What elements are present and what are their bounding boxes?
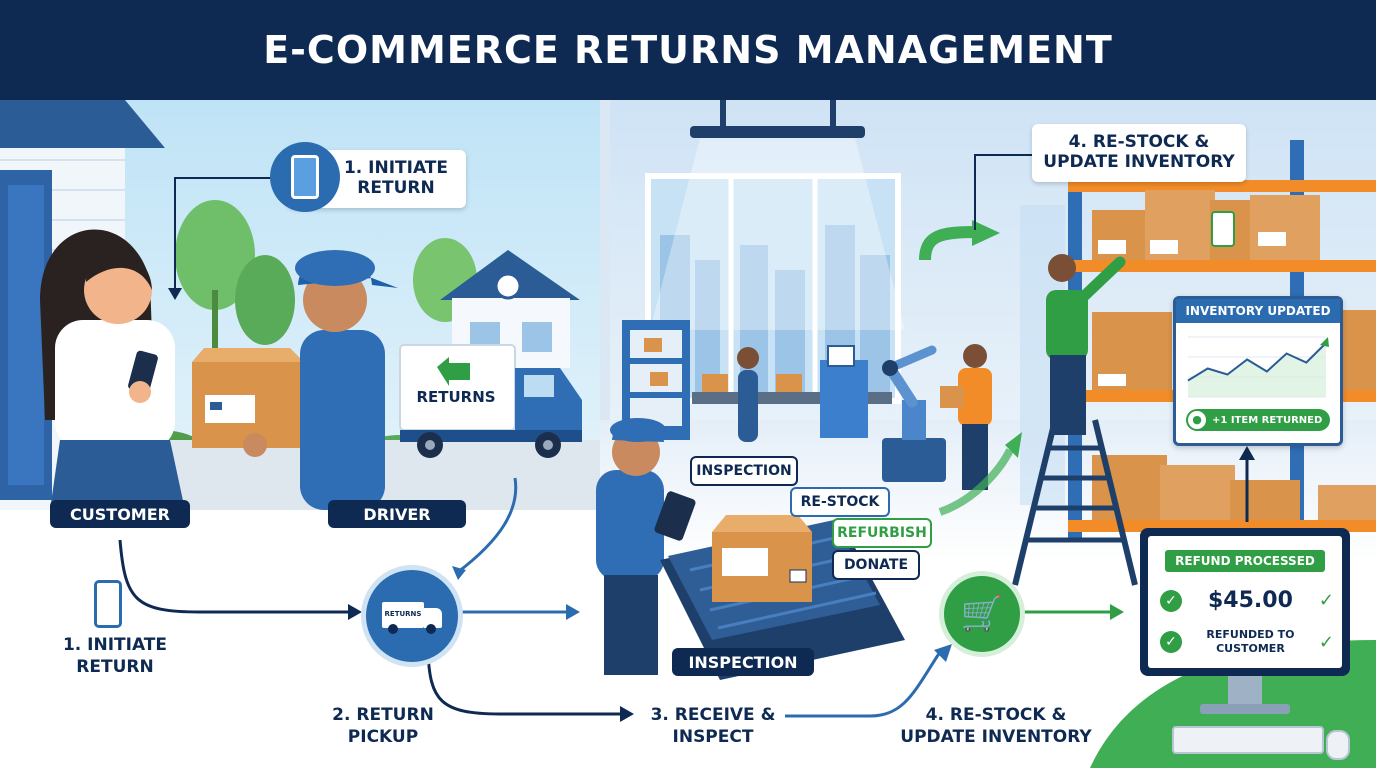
refund-status-row: ✓ REFUNDED TO CUSTOMER ✓ xyxy=(1160,628,1334,656)
step-3-label: 3. RECEIVE & INSPECT xyxy=(650,705,776,747)
phone-icon xyxy=(94,580,122,628)
refund-amount: $45.00 xyxy=(1208,588,1293,613)
returned-item-badge: ● +1 ITEM RETURNED xyxy=(1186,409,1330,431)
cart-icon: 🛒 xyxy=(944,576,1020,652)
refund-monitor: REFUND PROCESSED ✓ $45.00 ✓ ✓ REFUNDED T… xyxy=(1140,528,1350,676)
background-shelving xyxy=(622,320,892,442)
page-title: E-COMMERCE RETURNS MANAGEMENT xyxy=(263,28,1113,72)
title-bar: E-COMMERCE RETURNS MANAGEMENT xyxy=(0,0,1376,100)
step-2-label: 2. RETURN PICKUP xyxy=(332,705,434,747)
driver-figure xyxy=(243,250,398,510)
ladder-worker xyxy=(1046,254,1126,435)
restock-bubble: 4. RE-STOCK & UPDATE INVENTORY xyxy=(1032,124,1246,182)
inspection-bubble: INSPECTION xyxy=(690,456,798,486)
robot-arm xyxy=(882,345,946,482)
inventory-panel-title: INVENTORY UPDATED xyxy=(1176,299,1340,323)
delivery-truck xyxy=(399,344,582,458)
inventory-panel: INVENTORY UPDATED ● +1 ITEM RETURNED xyxy=(1173,296,1343,446)
option-refurbish: REFURBISH xyxy=(832,518,932,548)
returned-item-badge-text: +1 ITEM RETURNED xyxy=(1212,414,1323,426)
monitor-base xyxy=(1200,704,1290,714)
step-1-label: 1. INITIATE RETURN xyxy=(62,635,168,677)
bell-icon: ● xyxy=(1188,411,1206,429)
initiate-return-bubble-text: 1. INITIATE RETURN xyxy=(343,158,449,198)
refund-status: REFUNDED TO CUSTOMER xyxy=(1206,628,1295,655)
monitor-stand xyxy=(1228,676,1262,706)
inventory-trend-chart xyxy=(1187,336,1329,398)
check-icon: ✓ xyxy=(1160,589,1182,612)
inspection-tag: INSPECTION xyxy=(672,648,814,676)
check-icon: ✓ xyxy=(1160,631,1182,653)
chart-area xyxy=(1188,343,1326,397)
driver-tag: DRIVER xyxy=(328,500,466,528)
ladder xyxy=(1012,419,1138,586)
warehouse-worker-back xyxy=(940,344,992,490)
keyboard xyxy=(1172,726,1324,754)
chart-arrow-tip xyxy=(1320,337,1329,347)
customer-tag: CUSTOMER xyxy=(50,500,190,528)
check-icon: ✓ xyxy=(1318,631,1334,653)
restock-bubble-text: 4. RE-STOCK & UPDATE INVENTORY xyxy=(1043,132,1235,172)
option-donate: DONATE xyxy=(832,550,920,580)
handover-box xyxy=(192,348,304,448)
inspector-figure xyxy=(596,418,696,675)
refund-screen: REFUND PROCESSED ✓ $45.00 ✓ ✓ REFUNDED T… xyxy=(1148,536,1342,668)
refund-panel-title: REFUND PROCESSED xyxy=(1165,550,1325,572)
truck-icon: RETURNS xyxy=(366,570,458,662)
customer-figure xyxy=(40,229,185,510)
refund-amount-row: ✓ $45.00 ✓ xyxy=(1160,588,1334,613)
phone-icon xyxy=(270,142,340,212)
chart-trend-line xyxy=(1187,342,1327,382)
mouse xyxy=(1326,730,1350,760)
step-4-label: 4. RE-STOCK & UPDATE INVENTORY xyxy=(900,705,1092,747)
check-icon: ✓ xyxy=(1318,590,1334,611)
returns-sign: RETURNS xyxy=(416,388,496,406)
truck-icon-label: RETURNS xyxy=(384,610,422,618)
option-restock: RE-STOCK xyxy=(790,487,890,517)
